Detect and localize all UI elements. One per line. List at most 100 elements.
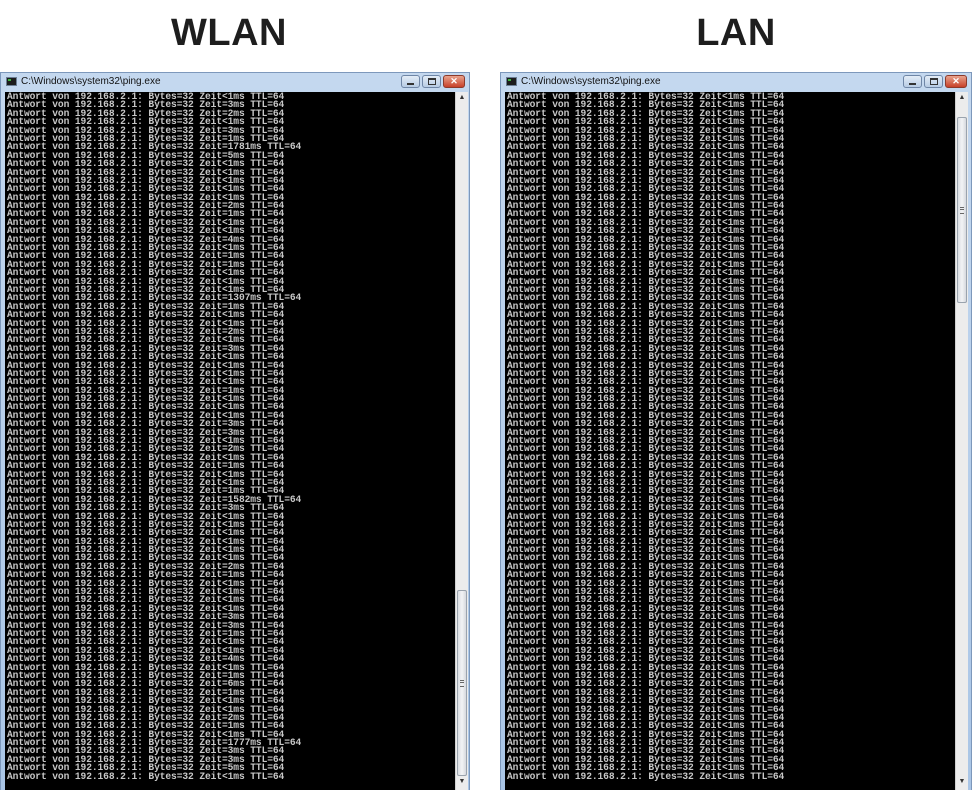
scroll-down-icon[interactable]: ▼ [958,778,966,785]
scrollbar-thumb[interactable] [457,590,467,776]
grip-icon [960,207,964,214]
ping-reply-line: Antwort von 192.168.2.1: Bytes=32 Zeit<1… [507,703,785,715]
ping-reply-line: Antwort von 192.168.2.1: Bytes=32 Zeit<1… [507,694,785,707]
console-output[interactable]: Antwort von 192.168.2.1: Bytes=32 Zeit<1… [505,92,955,790]
ping-reply-line: Antwort von 192.168.2.1: Bytes=32 Zeit<1… [7,577,285,589]
ping-reply-line: Antwort von 192.168.2.1: Bytes=32 Zeit<1… [7,434,285,447]
close-button[interactable]: ✕ [443,75,465,88]
ping-reply-line: Antwort von 192.168.2.1: Bytes=32 Zeit<1… [507,325,785,338]
ping-reply-line: Antwort von 192.168.2.1: Bytes=32 Zeit<1… [507,191,785,203]
ping-reply-line: Antwort von 192.168.2.1: Bytes=32 Zeit=2… [7,199,285,212]
ping-reply-line: Antwort von 192.168.2.1: Bytes=32 Zeit<1… [507,711,785,724]
ping-reply-line: Antwort von 192.168.2.1: Bytes=32 Zeit<1… [507,736,785,749]
ping-reply-line: Antwort von 192.168.2.1: Bytes=32 Zeit<1… [507,535,785,547]
ping-reply-line: Antwort von 192.168.2.1: Bytes=32 Zeit<1… [507,501,785,514]
ping-reply-line: Antwort von 192.168.2.1: Bytes=32 Zeit<1… [507,434,785,447]
console-app-icon[interactable] [506,77,517,86]
ping-reply-line: Antwort von 192.168.2.1: Bytes=32 Zeit=3… [7,610,285,623]
ping-reply-line: Antwort von 192.168.2.1: Bytes=32 Zeit=1… [7,568,285,581]
minimize-button[interactable] [903,75,922,88]
ping-reply-line: Antwort von 192.168.2.1: Bytes=32 Zeit<1… [507,669,785,682]
ping-reply-line: Antwort von 192.168.2.1: Bytes=32 Zeit<1… [507,745,785,757]
ping-reply-line: Antwort von 192.168.2.1: Bytes=32 Zeit=6… [7,678,285,690]
maximize-button[interactable] [924,75,943,88]
ping-reply-line: Antwort von 192.168.2.1: Bytes=32 Zeit=1… [7,132,285,145]
ping-reply-line: Antwort von 192.168.2.1: Bytes=32 Zeit=1… [7,384,285,396]
ping-reply-line: Antwort von 192.168.2.1: Bytes=32 Zeit=2… [7,107,285,120]
ping-reply-line: Antwort von 192.168.2.1: Bytes=32 Zeit<1… [507,585,785,598]
ping-reply-line: Antwort von 192.168.2.1: Bytes=32 Zeit<1… [507,92,785,103]
ping-reply-line: Antwort von 192.168.2.1: Bytes=32 Zeit<1… [507,292,785,304]
minimize-button[interactable] [401,75,420,88]
ping-reply-line: Antwort von 192.168.2.1: Bytes=32 Zeit=3… [7,426,285,438]
console-app-icon[interactable] [6,77,17,86]
ping-reply-line: Antwort von 192.168.2.1: Bytes=32 Zeit<1… [507,132,785,145]
ping-reply-line: Antwort von 192.168.2.1: Bytes=32 Zeit<1… [7,350,285,363]
ping-reply-line: Antwort von 192.168.2.1: Bytes=32 Zeit<1… [7,359,285,371]
ping-reply-line: Antwort von 192.168.2.1: Bytes=32 Zeit<1… [507,208,785,220]
ping-reply-line: Antwort von 192.168.2.1: Bytes=32 Zeit=4… [7,233,285,245]
ping-reply-line: Antwort von 192.168.2.1: Bytes=32 Zeit=3… [7,99,285,111]
ping-reply-line: Antwort von 192.168.2.1: Bytes=32 Zeit<1… [7,694,285,707]
ping-reply-line: Antwort von 192.168.2.1: Bytes=32 Zeit<1… [507,174,785,187]
ping-reply-line: Antwort von 192.168.2.1: Bytes=32 Zeit=3… [7,753,285,766]
ping-reply-line: Antwort von 192.168.2.1: Bytes=32 Zeit<1… [507,409,785,422]
window-title: C:\Windows\system32\ping.exe [21,76,161,87]
wlan-heading: WLAN [171,12,287,54]
vertical-scrollbar[interactable]: ▲ ▼ [955,92,968,790]
close-button[interactable]: ✕ [945,75,967,88]
ping-reply-line: Antwort von 192.168.2.1: Bytes=32 Zeit<1… [7,661,285,673]
ping-reply-line: Antwort von 192.168.2.1: Bytes=32 Zeit<1… [507,233,785,245]
ping-reply-line: Antwort von 192.168.2.1: Bytes=32 Zeit<1… [7,375,285,388]
wlan-titlebar[interactable]: C:\Windows\system32\ping.exe ✕ [1,73,469,91]
ping-reply-line: Antwort von 192.168.2.1: Bytes=32 Zeit=1… [7,719,285,732]
ping-reply-line: Antwort von 192.168.2.1: Bytes=32 Zeit<1… [507,417,785,430]
window-controls: ✕ [401,75,465,88]
scroll-up-icon[interactable]: ▲ [958,94,966,101]
ping-reply-line: Antwort von 192.168.2.1: Bytes=32 Zeit<1… [507,770,785,782]
ping-reply-line: Antwort von 192.168.2.1: Bytes=32 Zeit<1… [7,92,285,103]
console-output[interactable]: Antwort von 192.168.2.1: Bytes=32 Zeit<1… [5,92,455,790]
ping-reply-line: Antwort von 192.168.2.1: Bytes=32 Zeit<1… [7,308,285,321]
scroll-down-icon[interactable]: ▼ [458,778,466,785]
ping-reply-line: Antwort von 192.168.2.1: Bytes=32 Zeit=2… [7,560,285,573]
ping-reply-line: Antwort von 192.168.2.1: Bytes=32 Zeit<1… [7,241,285,254]
ping-reply-line: Antwort von 192.168.2.1: Bytes=32 Zeit<1… [7,367,285,380]
window-controls: ✕ [903,75,967,88]
vertical-scrollbar[interactable]: ▲ ▼ [455,92,468,790]
ping-reply-line: Antwort von 192.168.2.1: Bytes=32 Zeit<1… [507,426,785,438]
ping-reply-line: Antwort von 192.168.2.1: Bytes=32 Zeit<1… [507,216,785,229]
ping-reply-line: Antwort von 192.168.2.1: Bytes=32 Zeit=3… [7,619,285,631]
ping-reply-line: Antwort von 192.168.2.1: Bytes=32 Zeit<1… [507,182,785,195]
ping-reply-line: Antwort von 192.168.2.1: Bytes=32 Zeit<1… [7,317,285,329]
ping-reply-line: Antwort von 192.168.2.1: Bytes=32 Zeit<1… [507,560,785,573]
maximize-button[interactable] [422,75,441,88]
lan-titlebar[interactable]: C:\Windows\system32\ping.exe ✕ [501,73,971,91]
ping-reply-line: Antwort von 192.168.2.1: Bytes=32 Zeit<1… [507,686,785,698]
ping-reply-line: Antwort von 192.168.2.1: Bytes=32 Zeit=1… [7,686,285,698]
ping-reply-line: Antwort von 192.168.2.1: Bytes=32 Zeit<1… [7,182,285,195]
ping-reply-line: Antwort von 192.168.2.1: Bytes=32 Zeit<1… [507,199,785,212]
ping-reply-line: Antwort von 192.168.2.1: Bytes=32 Zeit<1… [7,266,285,279]
ping-reply-line: Antwort von 192.168.2.1: Bytes=32 Zeit<1… [7,275,285,287]
ping-reply-line: Antwort von 192.168.2.1: Bytes=32 Zeit<1… [507,300,785,313]
scrollbar-thumb[interactable] [957,117,967,303]
grip-icon [460,680,464,687]
ping-reply-line: Antwort von 192.168.2.1: Bytes=32 Zeit<1… [7,392,285,405]
ping-reply-line: Antwort von 192.168.2.1: Bytes=32 Zeit<1… [7,166,285,178]
ping-output-lines: Antwort von 192.168.2.1: Bytes=32 Zeit<1… [507,92,785,782]
ping-reply-line: Antwort von 192.168.2.1: Bytes=32 Zeit<1… [507,493,785,505]
ping-reply-line: Antwort von 192.168.2.1: Bytes=32 Zeit=1… [7,669,285,682]
ping-reply-line: Antwort von 192.168.2.1: Bytes=32 Zeit<1… [507,543,785,556]
maximize-icon [929,78,938,85]
ping-reply-line: Antwort von 192.168.2.1: Bytes=32 Zeit<1… [507,728,785,740]
ping-reply-line: Antwort von 192.168.2.1: Bytes=32 Zeit<1… [7,535,285,547]
ping-reply-line: Antwort von 192.168.2.1: Bytes=32 Zeit=3… [7,417,285,430]
ping-reply-line: Antwort von 192.168.2.1: Bytes=32 Zeit<1… [507,350,785,363]
ping-reply-line: Antwort von 192.168.2.1: Bytes=32 Zeit<1… [507,485,785,497]
scroll-up-icon[interactable]: ▲ [458,94,466,101]
ping-reply-line: Antwort von 192.168.2.1: Bytes=32 Zeit<1… [507,308,785,321]
ping-reply-line: Antwort von 192.168.2.1: Bytes=32 Zeit<1… [507,124,785,136]
ping-reply-line: Antwort von 192.168.2.1: Bytes=32 Zeit<1… [507,451,785,464]
ping-reply-line: Antwort von 192.168.2.1: Bytes=32 Zeit<1… [507,476,785,489]
